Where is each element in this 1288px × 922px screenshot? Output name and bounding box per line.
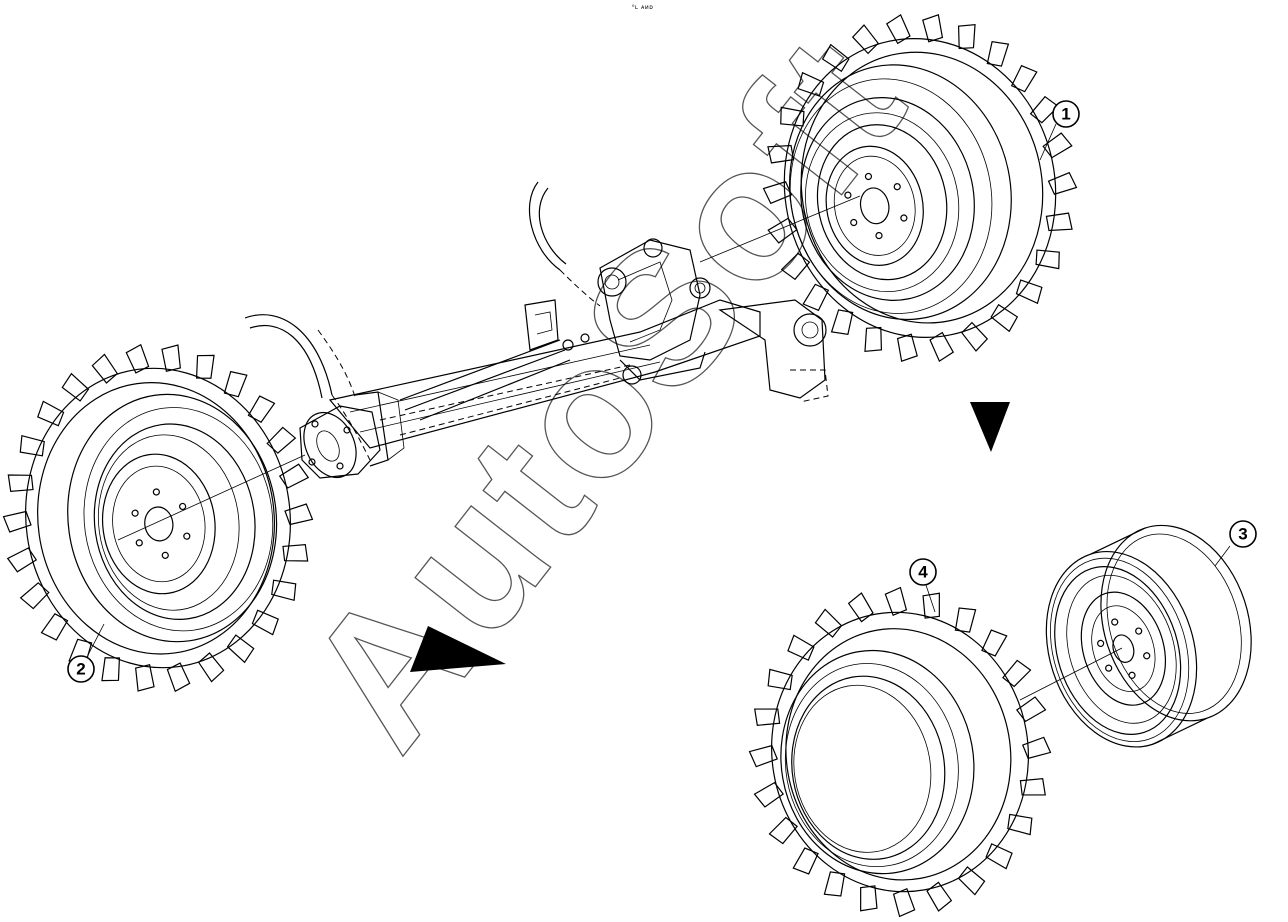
tread-lug [753, 781, 785, 808]
tread-lug [780, 252, 811, 281]
tread-lug [926, 881, 953, 912]
tread-lug [1047, 171, 1078, 195]
tread-lug [282, 544, 309, 562]
callout-4-label: 4 [918, 563, 928, 582]
callout-2-label: 2 [76, 660, 85, 679]
tread-lug [896, 333, 918, 363]
tread-lug [985, 843, 1013, 870]
tread-lug [823, 871, 846, 897]
tread-lug [884, 586, 908, 617]
tread-lug [957, 866, 986, 896]
wheel-assembly-2 [2, 343, 314, 693]
tread-lug [767, 217, 798, 244]
tread-lug [1015, 279, 1043, 305]
tread-lug [19, 434, 45, 457]
tread-lug [762, 181, 793, 205]
callout-1-label: 1 [1061, 105, 1070, 124]
tread-lug [1002, 659, 1032, 688]
callout-3-label: 3 [1238, 525, 1247, 544]
tread-lug [6, 547, 38, 573]
tread-lug [981, 629, 1008, 657]
tread-lug [990, 303, 1019, 333]
tread-lug [7, 474, 34, 492]
tread-lug [135, 664, 155, 692]
tread-lug [1019, 778, 1046, 796]
fender-left [244, 314, 371, 461]
tread-lug [802, 283, 830, 312]
tread-lug [247, 395, 276, 423]
tread-lug [197, 652, 225, 683]
tread-lug [792, 847, 819, 875]
tread-lug [1042, 132, 1073, 159]
wheel-assembly-1 [762, 13, 1078, 363]
tread-lug [19, 582, 50, 610]
tread-lug [195, 354, 215, 379]
tread-lug [847, 592, 874, 623]
assembly-axis-lines [117, 195, 1123, 701]
tread-lug [860, 885, 878, 912]
tread-lug [61, 372, 90, 402]
rim-3 [1045, 524, 1252, 748]
tread-lug [37, 400, 65, 427]
tread-lug [797, 71, 825, 97]
tread-lug [922, 13, 944, 43]
tread-lug [851, 24, 879, 55]
tread-lug [954, 607, 977, 633]
tread-lug [1035, 249, 1060, 270]
tread-lug [1015, 696, 1047, 723]
tread-lug [40, 613, 69, 641]
direction-arrow-right [410, 626, 506, 672]
tread-lug [961, 321, 989, 352]
tread-lug [830, 309, 854, 336]
tread-lug [101, 657, 121, 682]
tread-lug [1007, 813, 1033, 836]
tread-lug [986, 40, 1010, 67]
tread-lug [768, 816, 798, 845]
tyre-4 [748, 586, 1052, 918]
tread-lug [821, 43, 850, 73]
tread-lug [271, 579, 297, 602]
tread-lug [957, 24, 976, 50]
callout-3: 3 [1229, 520, 1257, 548]
tread-lug [1010, 64, 1038, 93]
callout-leaders [87, 123, 1231, 656]
tread-lug [767, 144, 795, 164]
tread-lug [166, 662, 191, 693]
tread-lug [787, 634, 815, 661]
drawing-code: ⁰ʟ ᴀᴎᴅ [632, 4, 654, 11]
tread-lug [251, 609, 279, 636]
tread-lug [780, 106, 805, 127]
tread-lug [929, 331, 955, 363]
callout-2: 2 [67, 655, 95, 683]
tread-lug [767, 668, 793, 691]
fender-right [528, 181, 601, 307]
tread-lug [226, 634, 255, 664]
tread-lug [161, 344, 181, 372]
tread-lug [922, 592, 940, 619]
tread-lug [284, 503, 314, 526]
callout-1: 1 [1052, 100, 1080, 128]
tread-lug [748, 744, 779, 768]
tread-lug [1045, 212, 1073, 232]
tread-lug [266, 426, 297, 454]
tread-lug [278, 463, 310, 489]
tread-lug [864, 326, 883, 352]
tread-lug [814, 608, 843, 638]
tread-lug [2, 510, 32, 533]
tread-lug [885, 13, 911, 45]
direction-arrow-down [970, 402, 1010, 452]
tread-lug [223, 370, 248, 398]
tread-lug [1021, 736, 1052, 760]
tread-lug [892, 887, 916, 918]
callout-4: 4 [909, 558, 937, 586]
tread-lug [125, 343, 150, 374]
axle-housing [299, 238, 829, 479]
tread-lug [91, 353, 119, 384]
tread-lug [754, 708, 781, 726]
